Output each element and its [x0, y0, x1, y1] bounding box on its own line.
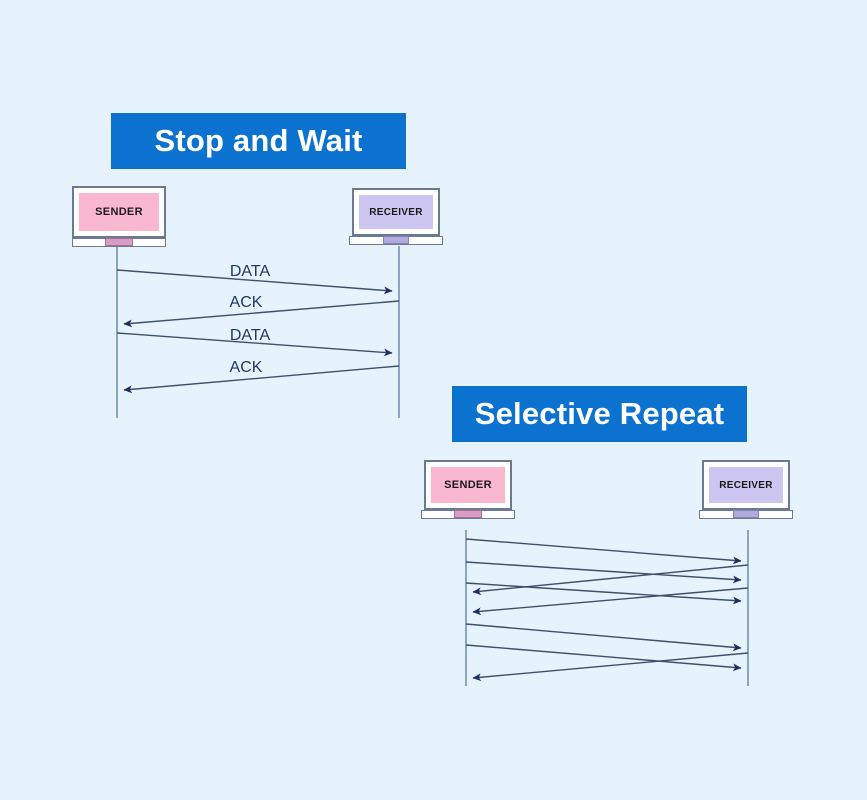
message-label-ack-2: ACK	[229, 359, 263, 376]
laptop-base	[349, 236, 443, 245]
message-label-ack-1: ACK	[229, 294, 263, 311]
sender-label: SENDER	[79, 193, 159, 231]
selective-repeat-arrows	[465, 538, 749, 682]
selective-repeat-sender-node: SENDER	[421, 460, 515, 519]
laptop-lid: RECEIVER	[702, 460, 790, 510]
sender-label: SENDER	[431, 467, 505, 503]
laptop-base	[421, 510, 515, 519]
laptop-trackpad	[733, 510, 759, 518]
sr-message-arrow-8	[472, 652, 749, 682]
laptop-base	[699, 510, 793, 519]
laptop-lid: SENDER	[72, 186, 166, 238]
stop-and-wait-receiver-node: RECEIVER	[349, 188, 443, 245]
laptop-base	[72, 238, 166, 247]
sr-message-arrow-6	[465, 623, 742, 652]
message-label-data-2: DATA	[229, 327, 271, 344]
sr-message-arrow-7	[465, 644, 742, 672]
selective-repeat-lifelines	[465, 530, 749, 686]
laptop-lid: RECEIVER	[352, 188, 440, 236]
message-label-data-1: DATA	[229, 263, 271, 280]
sr-message-arrow-5	[472, 587, 749, 616]
stop-and-wait-sender-node: SENDER	[72, 186, 166, 247]
sr-message-arrow-1	[465, 538, 742, 565]
laptop-trackpad	[383, 236, 409, 244]
laptop-trackpad	[454, 510, 482, 518]
sr-message-arrow-2	[465, 561, 742, 584]
stop-and-wait-title: Stop and Wait	[111, 113, 406, 169]
sr-message-arrow-3	[472, 564, 749, 596]
laptop-trackpad	[105, 238, 133, 246]
receiver-label: RECEIVER	[709, 467, 783, 503]
receiver-label: RECEIVER	[359, 195, 433, 229]
selective-repeat-receiver-node: RECEIVER	[699, 460, 793, 519]
laptop-lid: SENDER	[424, 460, 512, 510]
selective-repeat-title: Selective Repeat	[452, 386, 747, 442]
sr-message-arrow-4	[465, 582, 742, 605]
